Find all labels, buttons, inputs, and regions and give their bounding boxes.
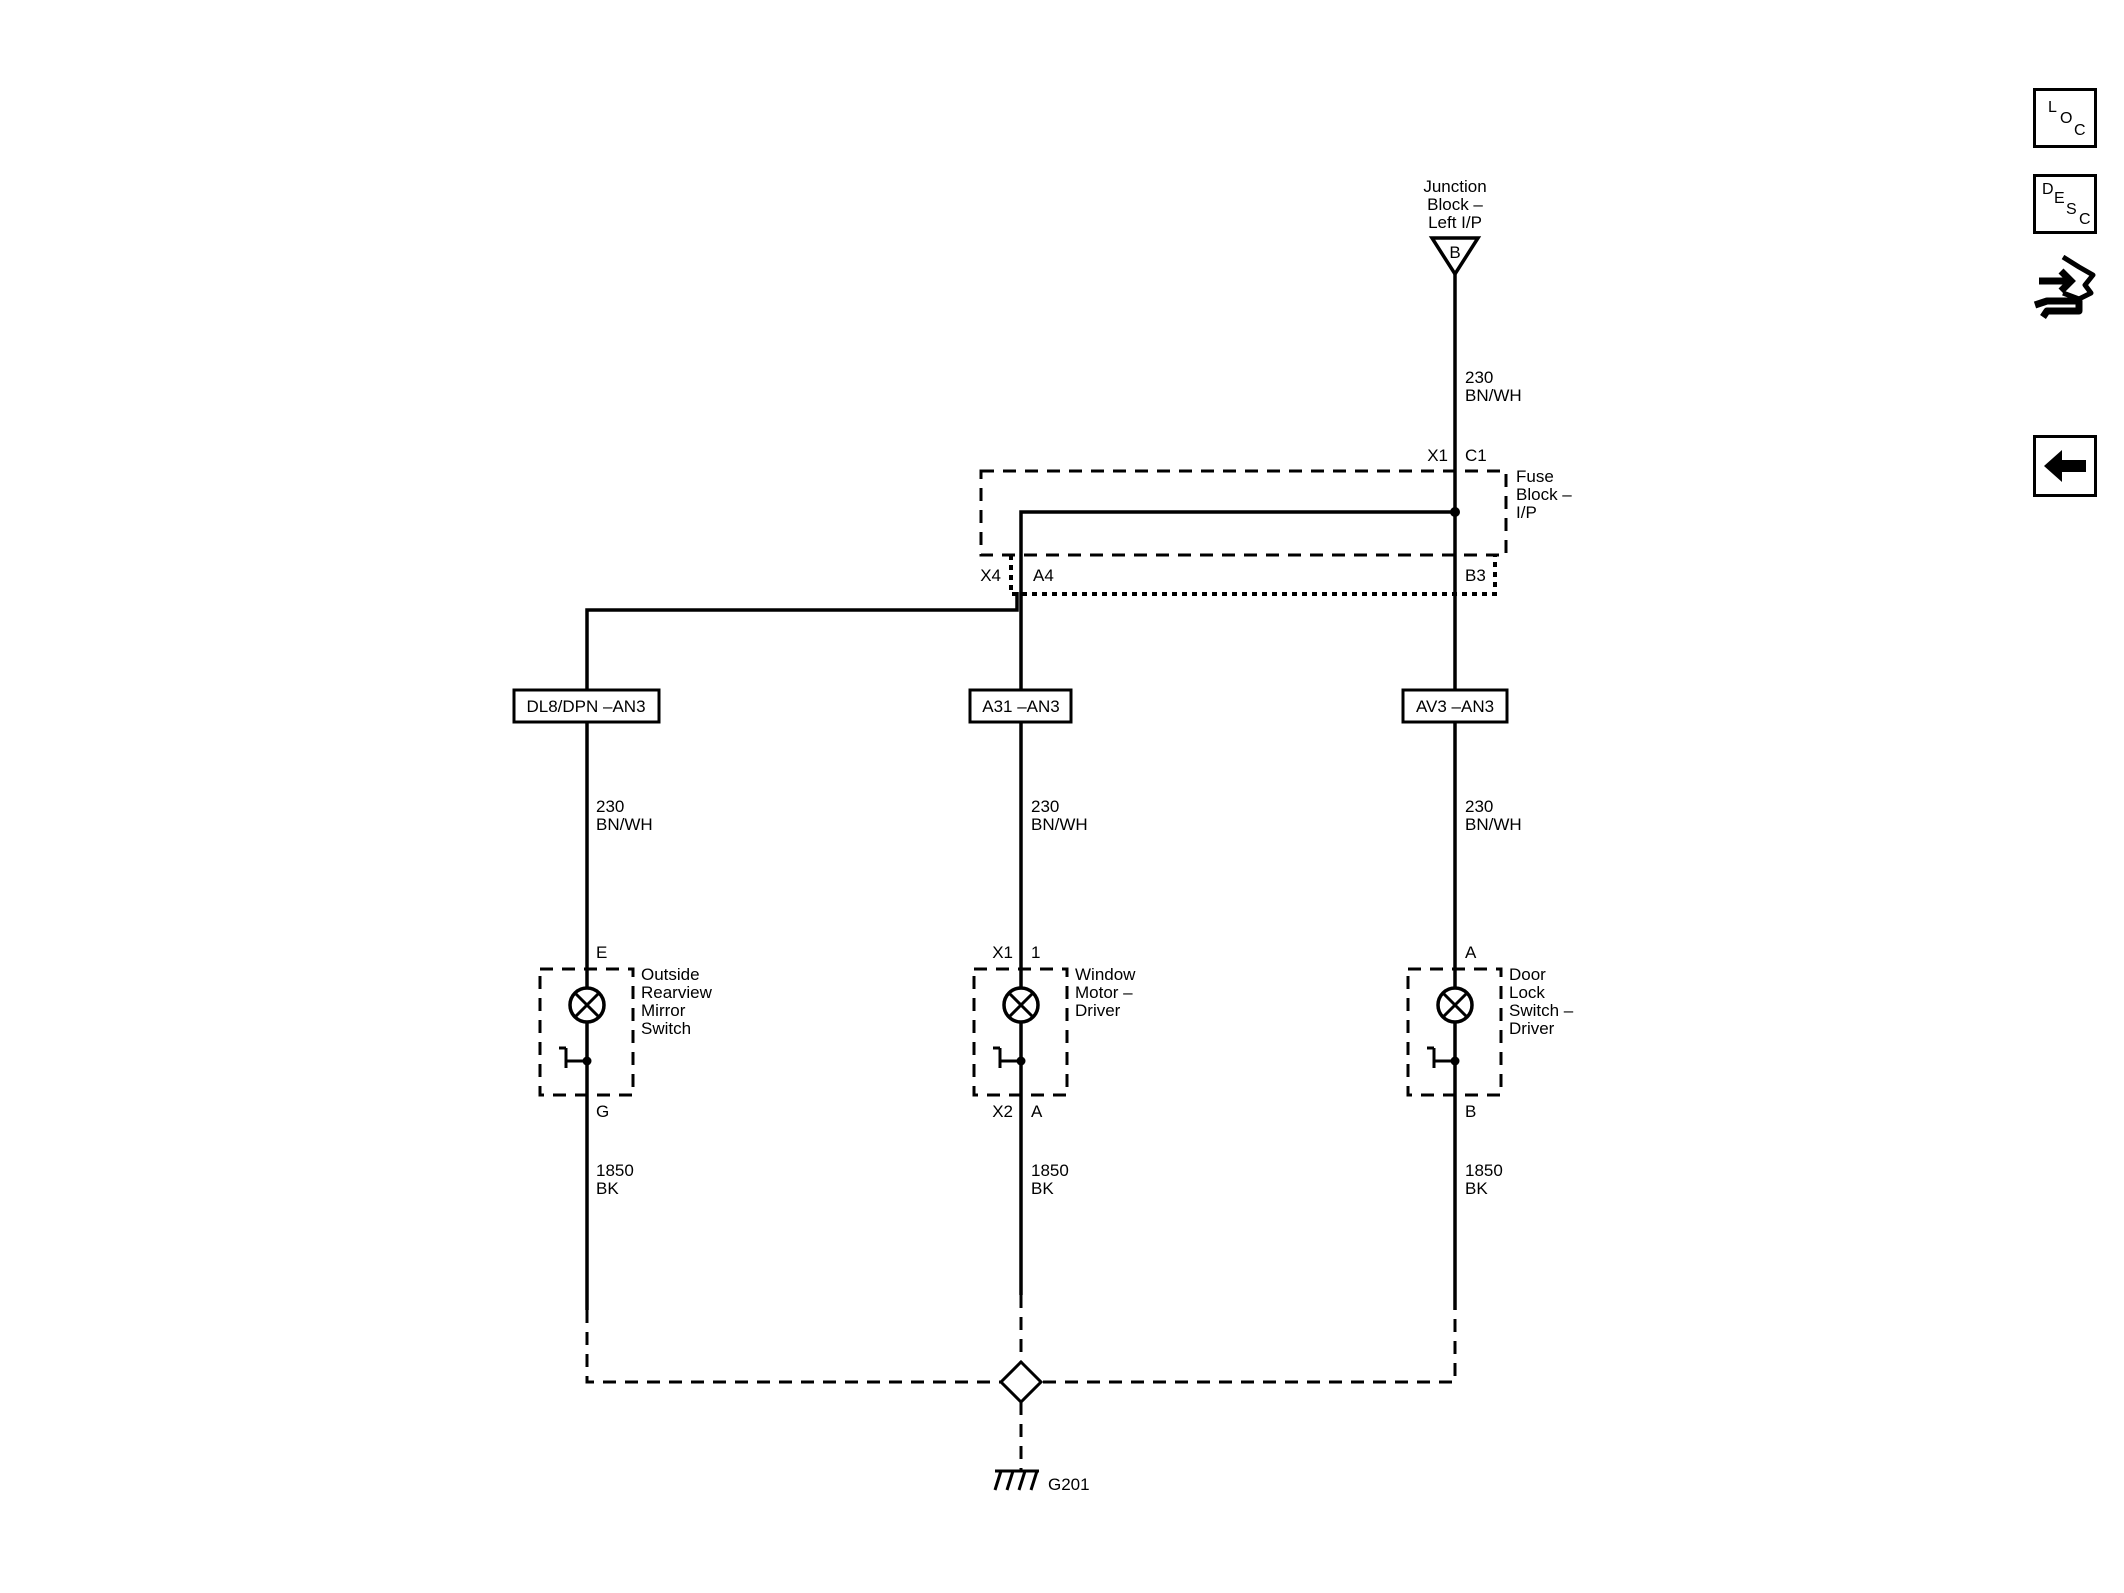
door-device-label-1: Door <box>1509 965 1546 984</box>
mirror-power-color: BN/WH <box>596 815 653 834</box>
window-power-color: BN/WH <box>1031 815 1088 834</box>
ground-splice-diamond <box>998 1359 1044 1405</box>
window-ground-color: BK <box>1031 1179 1054 1198</box>
mirror-power-circuit: 230 <box>596 797 624 816</box>
loc-letter-l: L <box>2048 99 2057 116</box>
mirror-dimming-symbol <box>559 1046 587 1068</box>
door-ground-color: BK <box>1465 1179 1488 1198</box>
window-top-pin: 1 <box>1031 943 1040 962</box>
loc-letter-c: C <box>2074 122 2086 139</box>
fuse-conn-x4: X4 <box>980 566 1001 585</box>
desc-letter-s: S <box>2066 201 2077 218</box>
window-device-label-3: Driver <box>1075 1001 1121 1020</box>
door-top-pin: A <box>1465 943 1477 962</box>
fuse-block-label-1: Fuse <box>1516 467 1554 486</box>
door-power-color: BN/WH <box>1465 815 1522 834</box>
fuse-block-outline <box>979 469 1508 557</box>
mirror-bottom-pin: G <box>596 1102 609 1121</box>
mirror-device-label-4: Switch <box>641 1019 691 1038</box>
window-device-label-1: Window <box>1075 965 1136 984</box>
desc-letter-c: C <box>2079 211 2091 228</box>
desc-letter-d: D <box>2042 181 2054 198</box>
option-label-2: A31 –AN3 <box>982 697 1060 716</box>
window-motor-outline <box>972 967 1069 1097</box>
mirror-device-label-3: Mirror <box>641 1001 686 1020</box>
junction-block-label-2: Block – <box>1427 195 1483 214</box>
window-power-circuit: 230 <box>1031 797 1059 816</box>
fuse-conn-x1: X1 <box>1427 446 1448 465</box>
window-bottom-pin: A <box>1031 1102 1043 1121</box>
connector-view-icon[interactable] <box>2033 254 2103 335</box>
fuse-block-label-2: Block – <box>1516 485 1572 504</box>
window-bottom-conn: X2 <box>992 1102 1013 1121</box>
fuse-pin-a4: A4 <box>1033 566 1054 585</box>
mirror-switch-outline <box>538 967 635 1097</box>
mirror-ground-circuit: 1850 <box>596 1161 634 1180</box>
back-button[interactable] <box>2033 435 2097 497</box>
door-dimming-symbol <box>1427 1046 1455 1068</box>
fuse-block-label-3: I/P <box>1516 503 1537 522</box>
loc-letter-o: O <box>2060 110 2073 127</box>
door-power-circuit: 230 <box>1465 797 1493 816</box>
mirror-branch-wire <box>585 592 1019 700</box>
description-button[interactable]: D E S C <box>2033 174 2097 234</box>
location-button[interactable]: L O C <box>2033 88 2097 148</box>
door-device-label-3: Switch – <box>1509 1001 1574 1020</box>
internal-bus-wire <box>1019 510 1455 700</box>
junction-block-label-3: Left I/P <box>1428 213 1482 232</box>
fuse-pin-b3: B3 <box>1465 566 1486 585</box>
mirror-device-label-1: Outside <box>641 965 700 984</box>
door-bottom-pin: B <box>1465 1102 1476 1121</box>
ground-label: G201 <box>1048 1475 1090 1494</box>
window-ground-circuit: 1850 <box>1031 1161 1069 1180</box>
junction-block-pin: B <box>1449 243 1460 262</box>
ground-symbol-icon <box>993 1469 1039 1491</box>
option-label-1: DL8/DPN –AN3 <box>526 697 645 716</box>
option-box-1 <box>512 688 661 724</box>
door-device-label-4: Driver <box>1509 1019 1555 1038</box>
desc-letter-e: E <box>2054 190 2065 207</box>
door-lock-outline <box>1406 967 1503 1097</box>
mirror-device-label-2: Rearview <box>641 983 713 1002</box>
feed-wire-circuit: 230 <box>1465 368 1493 387</box>
feed-wire-color: BN/WH <box>1465 386 1522 405</box>
junction-block-label-1: Junction <box>1423 177 1486 196</box>
door-device-label-2: Lock <box>1509 983 1545 1002</box>
mirror-top-pin: E <box>596 943 607 962</box>
mirror-ground-color: BK <box>596 1179 619 1198</box>
internal-splice <box>1450 507 1460 517</box>
window-dimming-symbol <box>993 1046 1021 1068</box>
back-arrow-icon <box>2044 450 2086 482</box>
junction-block-terminal <box>1428 236 1482 278</box>
door-ground-circuit: 1850 <box>1465 1161 1503 1180</box>
window-device-label-2: Motor – <box>1075 983 1133 1002</box>
window-top-conn: X1 <box>992 943 1013 962</box>
option-label-3: AV3 –AN3 <box>1416 697 1494 716</box>
fuse-pin-c1: C1 <box>1465 446 1487 465</box>
fuse-block-connector-outline <box>1009 555 1497 596</box>
